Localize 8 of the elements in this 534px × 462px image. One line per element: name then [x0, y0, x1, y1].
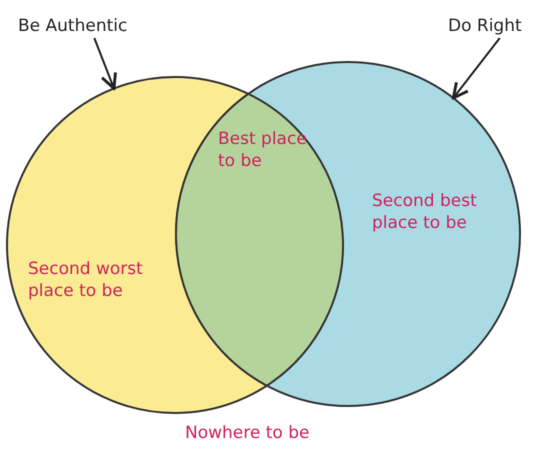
region-label: Second worst place to be — [28, 258, 144, 302]
region-label: Second best place to be — [372, 190, 478, 234]
set-title: Be Authentic — [18, 16, 128, 36]
arrow — [93, 38, 117, 90]
set-title: Do Right — [448, 16, 522, 36]
arrow — [452, 37, 501, 100]
region-label: Nowhere to be — [185, 422, 310, 444]
region-label: Best place to be — [218, 128, 308, 172]
